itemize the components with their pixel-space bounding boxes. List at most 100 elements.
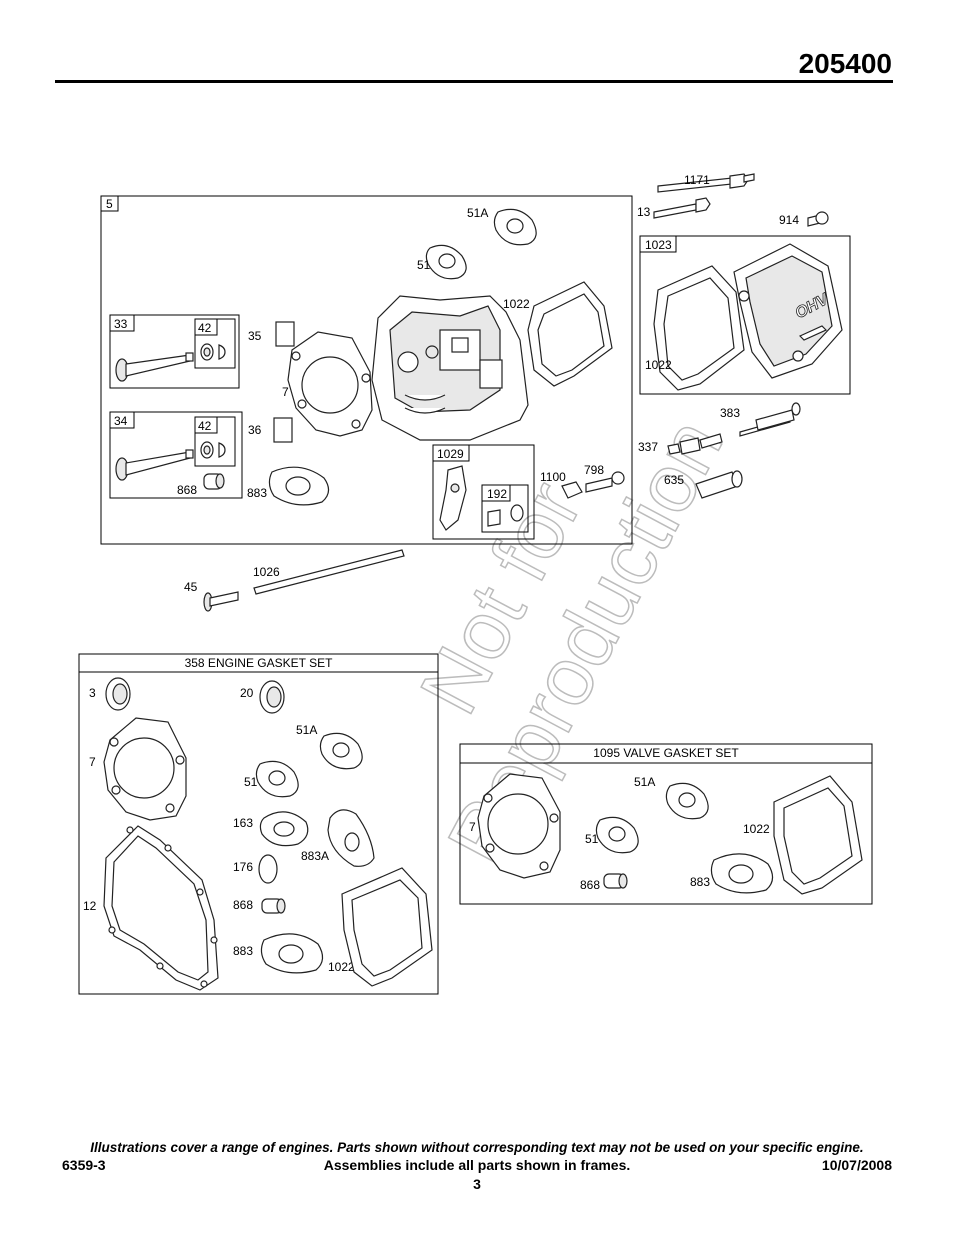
label-egs-7: 7 (89, 755, 96, 769)
label-egs-1022: 1022 (328, 960, 355, 974)
spring-36 (273, 417, 293, 443)
label-35: 35 (248, 329, 262, 343)
breather-tube-383 (739, 402, 801, 437)
tag-valve-34: 34 (114, 414, 128, 428)
label-vgs-51: 51 (585, 832, 599, 846)
frame-tag (109, 314, 135, 332)
guide-plate-1100 (561, 481, 583, 499)
rocker-stud-798 (585, 471, 625, 493)
label-883-head: 883 (247, 486, 267, 500)
push-rod-1026 (253, 549, 405, 595)
label-egs-20: 20 (240, 686, 254, 700)
gasket-51-egs (255, 760, 299, 798)
gasket-51-vgs (595, 816, 639, 854)
model-number: 205400 (798, 48, 892, 79)
label-vgs-1022: 1022 (743, 822, 770, 836)
footer-date: 10/07/2008 (821, 1157, 892, 1173)
label-1171: 1171 (684, 173, 710, 187)
rocker-cover: OHV (733, 243, 843, 379)
label-914: 914 (779, 213, 799, 227)
label-1022-head: 1022 (503, 297, 530, 311)
screw-914 (807, 211, 829, 227)
frame-valve-34 (109, 411, 243, 499)
gasket-883a (327, 809, 375, 867)
gasket-51a-egs (319, 732, 363, 770)
spark-plug-boot-635 (695, 470, 743, 499)
cover-gasket-1022-egs (341, 867, 433, 987)
frame-tag (194, 416, 218, 434)
valve-gasket-set-title: 1095 VALVE GASKET SET (593, 746, 739, 760)
frame-engine-gasket-set (78, 653, 439, 995)
gasket-51a-vgs (665, 782, 709, 820)
label-337: 337 (638, 440, 658, 454)
frame-rocker-cover-1023 (639, 235, 851, 395)
label-1026: 1026 (253, 565, 280, 579)
label-13: 13 (637, 205, 651, 219)
gasket-883-egs (260, 933, 324, 974)
label-vgs-883: 883 (690, 875, 710, 889)
label-egs-176: 176 (233, 860, 253, 874)
footer-doc-id: 6359-3 (62, 1157, 106, 1173)
tag-nut-192: 192 (487, 487, 507, 501)
tappet-45 (203, 591, 239, 612)
valve-seal-868-egs (261, 898, 286, 914)
label-45: 45 (184, 580, 198, 594)
label-egs-868: 868 (233, 898, 253, 912)
label-1100: 1100 (540, 470, 566, 484)
frame-valve-33 (109, 314, 240, 389)
label-egs-163: 163 (233, 816, 253, 830)
engine-gasket-set-title: 358 ENGINE GASKET SET (185, 656, 334, 670)
label-635: 635 (664, 473, 684, 487)
label-egs-51a: 51A (296, 723, 317, 737)
stud-1171 (657, 173, 755, 193)
label-egs-51: 51 (244, 775, 258, 789)
gasket-51a-top (493, 208, 537, 246)
label-vgs-7: 7 (469, 820, 476, 834)
footer-assemblies-note: Assemblies include all parts shown in fr… (323, 1157, 631, 1173)
label-egs-883a: 883A (301, 849, 329, 863)
spring-35 (275, 321, 295, 347)
bolt-13 (653, 197, 711, 219)
label-vgs-51a: 51A (634, 775, 655, 789)
frame-tag (109, 411, 135, 429)
label-798: 798 (584, 463, 604, 477)
tag-cylinder-head: 5 (106, 197, 113, 211)
frame-valve-gasket-set (459, 743, 873, 905)
label-51a-top: 51A (467, 206, 488, 220)
label-egs-3: 3 (89, 686, 96, 700)
label-1022-cover: 1022 (645, 358, 672, 372)
gasket-883-vgs (710, 853, 774, 894)
footer-note: Illustrations cover a range of engines. … (90, 1140, 864, 1155)
tag-rocker-cover-1023: 1023 (645, 238, 672, 252)
page-number: 3 (473, 1176, 481, 1192)
cover-gasket-1022-head (527, 281, 613, 387)
cover-gasket-1022-vgs (773, 775, 863, 895)
label-7-head: 7 (282, 385, 289, 399)
valve-33-drawing (115, 343, 226, 382)
label-868-head: 868 (177, 483, 197, 497)
tag-rocker-1029: 1029 (437, 447, 464, 461)
cover-gasket-1022 (653, 265, 745, 391)
crankcase-gasket-12 (103, 825, 219, 991)
header-rule (55, 80, 893, 83)
frame-tag (481, 484, 511, 502)
tag-retainer-42b: 42 (198, 419, 212, 433)
seal-20 (259, 680, 285, 714)
label-383: 383 (720, 406, 740, 420)
frame-tag (432, 444, 470, 462)
label-51-top: 51 (417, 258, 431, 272)
tag-retainer-42a: 42 (198, 321, 212, 335)
label-36: 36 (248, 423, 262, 437)
head-gasket-7 (287, 331, 373, 437)
frame-rocker-1029 (432, 444, 535, 540)
head-gasket-7-egs (103, 717, 187, 821)
valve-34-drawing (115, 441, 226, 490)
spark-plug-337 (667, 433, 723, 455)
o-ring-176 (258, 854, 278, 884)
tag-valve-33: 33 (114, 317, 128, 331)
frame-cylinder-head (100, 195, 633, 545)
valve-seal-868-vgs (603, 873, 628, 889)
frame-tag (639, 235, 677, 253)
frame-tag (194, 318, 218, 336)
